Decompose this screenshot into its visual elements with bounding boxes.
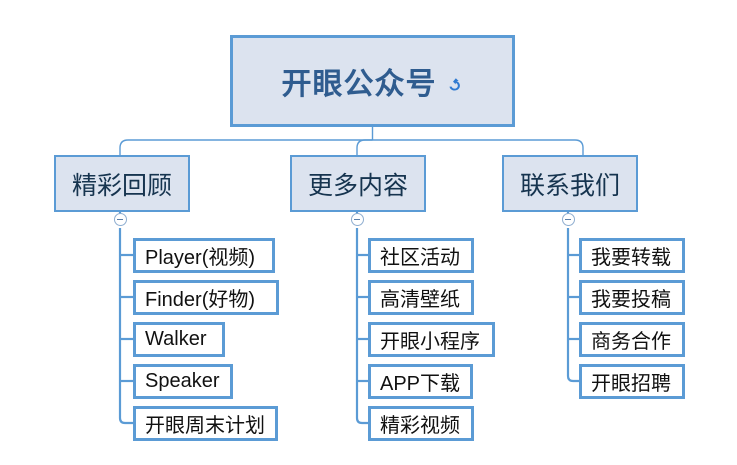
leaf-node-1-4-label: Speaker — [145, 370, 220, 392]
leaf-node-3-4[interactable]: 开眼招聘 — [579, 364, 685, 399]
collapse-toggle-branch-1[interactable] — [113, 213, 127, 226]
leaf-node-1-4[interactable]: Speaker — [133, 364, 233, 399]
leaf-node-3-3-label: 商务合作 — [591, 331, 671, 353]
collapse-toggle-branch-2[interactable] — [350, 213, 364, 226]
leaf-node-3-1[interactable]: 我要转载 — [579, 238, 685, 273]
leaf-node-1-2[interactable]: Finder(好物) — [133, 280, 279, 315]
leaf-node-1-5-label: 开眼周末计划 — [145, 415, 265, 437]
leaf-node-1-1-label: Player(视频) — [145, 247, 256, 269]
branch-node-2[interactable]: 更多内容 — [290, 155, 426, 212]
leaf-node-1-3-label: Walker — [145, 328, 207, 350]
leaf-node-2-3[interactable]: 开眼小程序 — [368, 322, 495, 357]
leaf-node-2-2[interactable]: 高清壁纸 — [368, 280, 474, 315]
collapse-toggle-branch-3[interactable] — [561, 213, 575, 226]
leaf-node-2-5-label: 精彩视频 — [380, 415, 460, 437]
root-node[interactable]: 开眼公众号 — [230, 35, 515, 127]
leaf-node-3-2-label: 我要投稿 — [591, 289, 671, 311]
branch-node-1[interactable]: 精彩回顾 — [54, 155, 190, 212]
root-node-label: 开眼公众号 — [281, 68, 437, 101]
curved-return-arrow-icon — [447, 76, 464, 93]
connector-root-to-branch-2 — [356, 139, 373, 155]
connector-branch-3-leaf-4 — [566, 375, 579, 383]
leaf-node-1-3[interactable]: Walker — [133, 322, 225, 357]
leaf-node-2-1[interactable]: 社区活动 — [368, 238, 474, 273]
leaf-node-1-1[interactable]: Player(视频) — [133, 238, 275, 273]
leaf-node-3-1-label: 我要转载 — [591, 247, 671, 269]
leaf-node-1-5[interactable]: 开眼周末计划 — [133, 406, 278, 441]
connector-branch-2-leaf-5 — [355, 417, 368, 425]
leaf-node-3-3[interactable]: 商务合作 — [579, 322, 685, 357]
leaf-node-2-2-label: 高清壁纸 — [380, 289, 460, 311]
connector-root-to-branch-3 — [372, 139, 584, 155]
leaf-node-2-4[interactable]: APP下载 — [368, 364, 473, 399]
leaf-node-2-5[interactable]: 精彩视频 — [368, 406, 474, 441]
branch-node-3[interactable]: 联系我们 — [502, 155, 638, 212]
leaf-node-3-4-label: 开眼招聘 — [591, 373, 671, 395]
branch-node-3-label: 联系我们 — [519, 171, 620, 200]
leaf-node-2-1-label: 社区活动 — [380, 247, 460, 269]
leaf-node-2-3-label: 开眼小程序 — [380, 331, 480, 353]
connector-branch-1-leaf-5 — [118, 417, 133, 425]
leaf-node-1-2-label: Finder(好物) — [145, 289, 256, 311]
connector-root-to-branch-1 — [119, 139, 373, 155]
branch-node-2-label: 更多内容 — [307, 171, 408, 200]
branch-node-1-label: 精彩回顾 — [71, 171, 172, 200]
leaf-node-3-2[interactable]: 我要投稿 — [579, 280, 685, 315]
leaf-node-2-4-label: APP下载 — [380, 373, 461, 395]
